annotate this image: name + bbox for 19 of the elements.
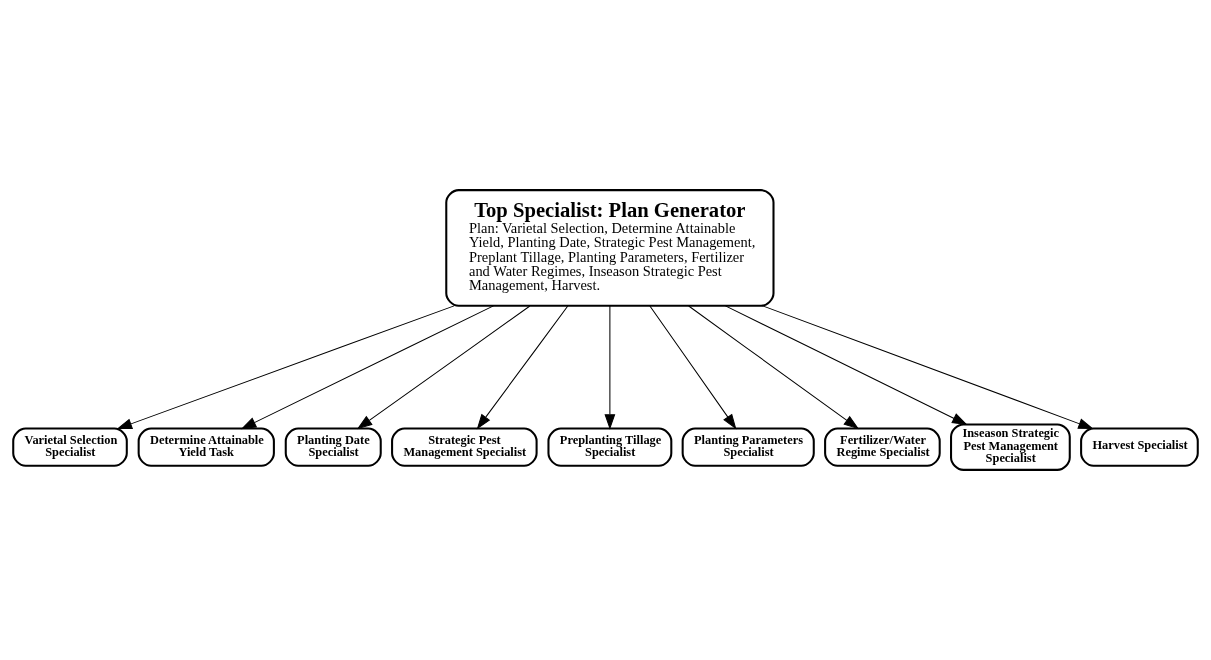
node-box: Harvest Specialist — [1080, 427, 1199, 467]
arrow — [688, 305, 860, 430]
node-box: Fertilizer/Water Regime Specialist — [824, 427, 941, 467]
node-box: Varietal Selection Specialist — [12, 427, 128, 467]
arrow — [356, 305, 531, 430]
arrow — [724, 305, 968, 426]
node-box: Top Specialist: Plan Generator Plan: Varietal Selection, Determine Attainable Yield, Planting Date, Strategic Pest Management, Preplant Tillage, Planting Parameters, Fertilizer and Water Regimes, Inseason Strategic Pest Management, Harvest. — [445, 189, 775, 307]
node-box: Planting Parameters Specialist — [681, 427, 815, 467]
node-box: Planting Date Specialist — [284, 427, 382, 467]
node-box: Preplanting Tillage Specialist — [547, 427, 673, 467]
node-box: Inseason Strategic Pest Management Specialist — [950, 423, 1071, 471]
arrow — [240, 305, 494, 430]
arrow — [476, 305, 569, 430]
arrow — [649, 305, 737, 430]
node-box: Strategic Pest Management Specialist — [391, 427, 538, 467]
arrow — [604, 305, 616, 430]
arrow — [116, 305, 455, 430]
node-box: Determine Attainable Yield Task — [137, 427, 275, 467]
arrow — [762, 305, 1094, 430]
